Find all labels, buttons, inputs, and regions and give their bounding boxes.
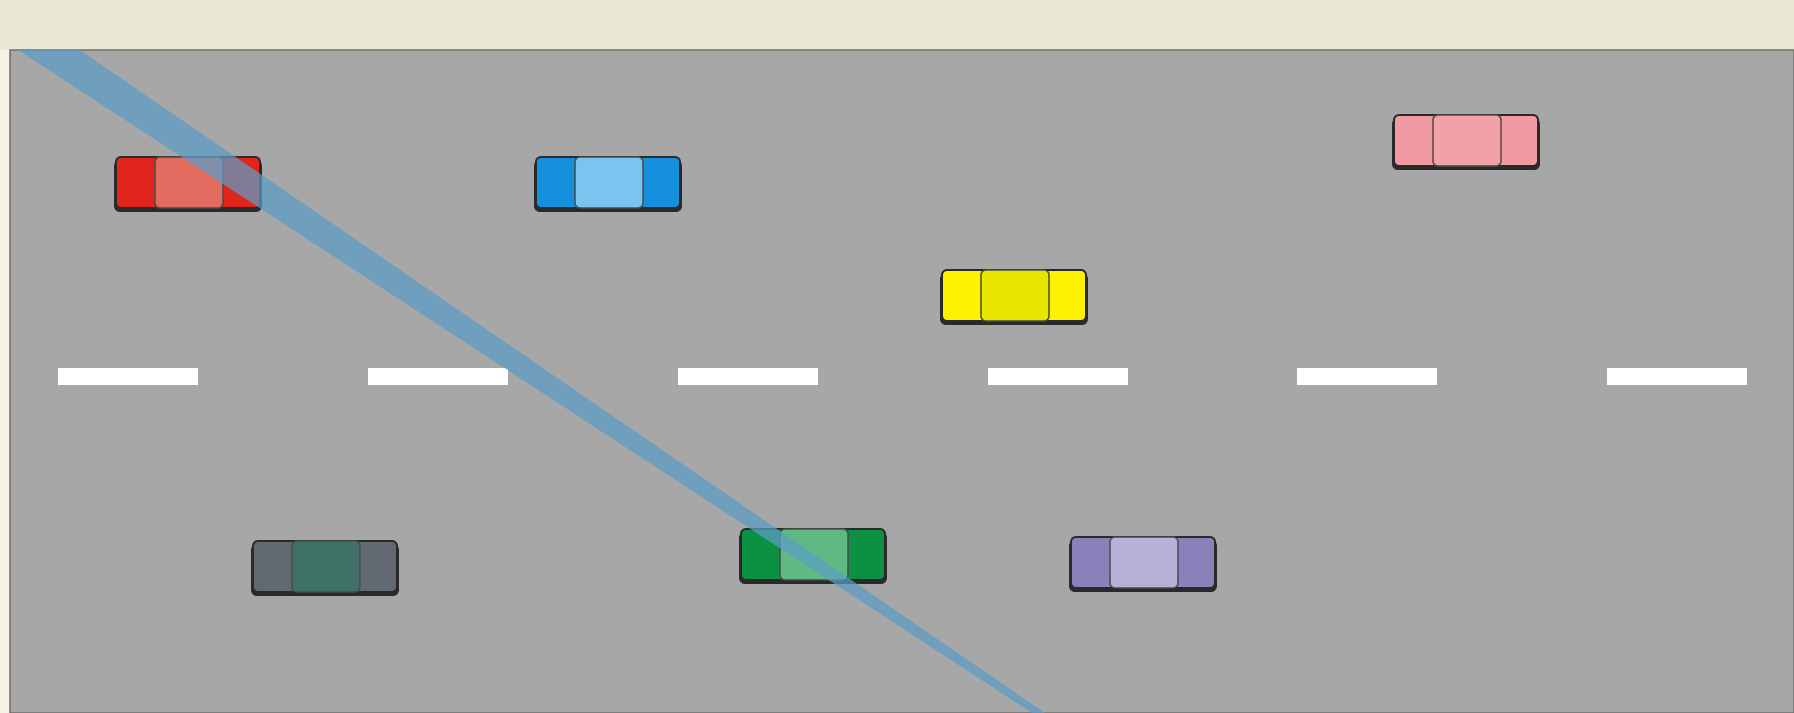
car-pink <box>1392 115 1540 170</box>
car-dark-gray <box>251 541 399 596</box>
lane-dash <box>368 368 508 385</box>
lane-dash <box>988 368 1128 385</box>
car-roof <box>1433 115 1501 166</box>
car-roof <box>981 270 1049 321</box>
car-yellow <box>940 270 1088 325</box>
lane-dash <box>1297 368 1437 385</box>
car-roof <box>1110 537 1178 588</box>
car-roof <box>292 541 360 592</box>
car-roof <box>575 157 643 208</box>
lane-dash <box>58 368 198 385</box>
lane-dash <box>1607 368 1747 385</box>
car-purple <box>1069 537 1217 592</box>
car-blue <box>534 157 682 212</box>
lane-dash <box>678 368 818 385</box>
header-bar <box>0 0 1794 50</box>
